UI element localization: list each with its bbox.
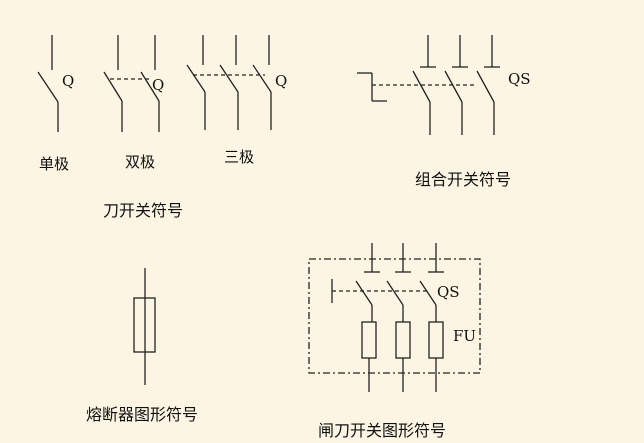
combination-switch-caption: 组合开关符号 [415,170,512,189]
knife-switch-caption: 刀开关符号 [103,201,184,220]
combination-switch-symbol [357,35,500,135]
double-pole-switch-symbol [103,35,160,132]
fused-knife-switch-caption: 闸刀开关图形符号 [318,421,447,440]
fused-knife-switch-symbol [308,243,481,392]
combination-switch-tag: QS [508,70,531,88]
single-pole-switch-symbol [37,35,59,132]
triple-pole-switch-symbol [186,35,272,130]
double-pole-label: 双极 [125,153,156,171]
fused-switch-fu-tag: FU [453,327,477,345]
double-pole-tag: Q [152,76,165,94]
fused-switch-qs-tag: QS [437,283,460,301]
single-pole-tag: Q [62,72,75,90]
single-pole-label: 单极 [39,155,70,173]
fuse-symbol [133,268,156,385]
triple-pole-label: 三极 [224,148,255,166]
fuse-caption: 熔断器图形符号 [86,405,199,424]
triple-pole-tag: Q [275,72,288,90]
